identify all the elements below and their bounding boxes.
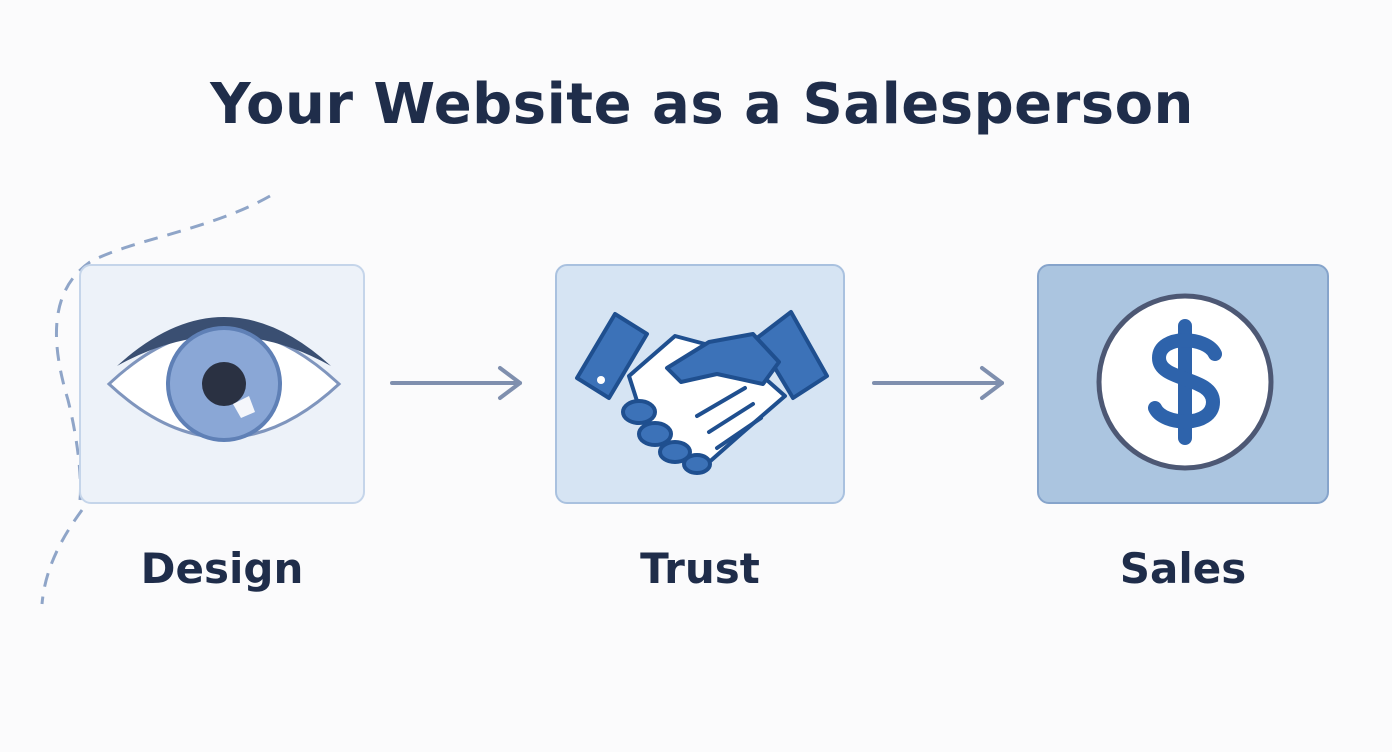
eye-icon [106, 317, 342, 442]
sales-card [1037, 264, 1329, 504]
handshake-icon [575, 310, 829, 475]
design-label: Design [140, 544, 304, 593]
arrow-right-icon [872, 366, 1004, 400]
arrow-right-icon [390, 366, 522, 400]
design-card [79, 264, 365, 504]
dollar-icon [1096, 293, 1274, 471]
trust-label: Trust [640, 544, 760, 593]
dashed-curve-decoration [40, 194, 271, 605]
trust-card [555, 264, 845, 504]
page-title: Your Website as a Salesperson [210, 72, 1194, 137]
sales-label: Sales [1119, 544, 1247, 593]
